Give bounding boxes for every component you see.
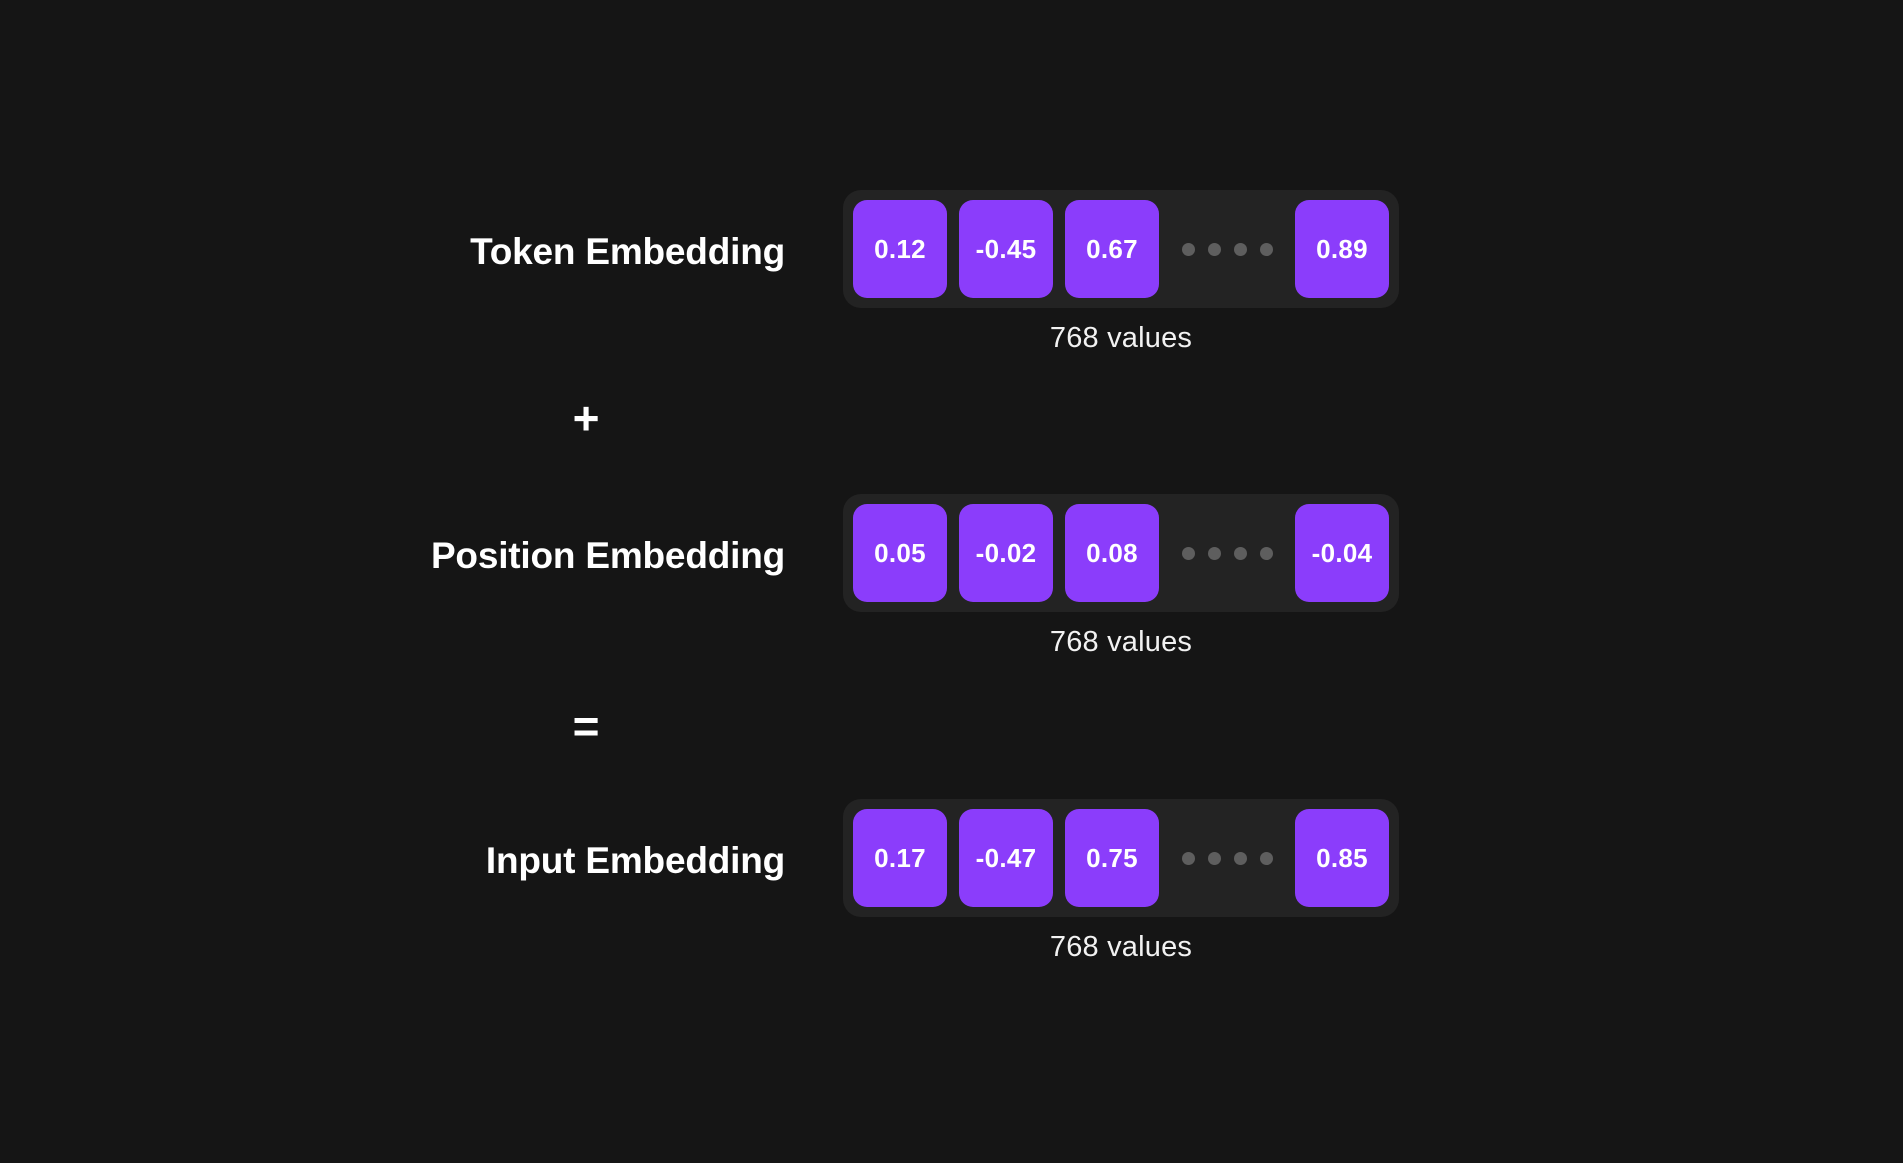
operator-plus-icon: + — [572, 392, 600, 444]
vector-cell[interactable]: -0.45 — [959, 200, 1053, 298]
row-label-position-embedding: Position Embedding — [430, 535, 785, 576]
dot-icon — [1207, 546, 1221, 560]
vector-cell[interactable]: 0.75 — [1065, 809, 1159, 907]
vector-cell[interactable]: -0.47 — [959, 809, 1053, 907]
ellipsis-dots-icon — [1171, 504, 1283, 602]
vector-cell[interactable]: 0.12 — [853, 200, 947, 298]
vector-group-input-embedding: 0.17 -0.47 0.75 0.85 768 values — [843, 799, 1399, 964]
vector-caption: 768 values — [1049, 626, 1193, 658]
row-label-token-embedding: Token Embedding — [470, 231, 785, 272]
vector-cell[interactable]: 0.08 — [1065, 504, 1159, 602]
vector-cell[interactable]: 0.05 — [853, 504, 947, 602]
vector-caption: 768 values — [1049, 931, 1193, 963]
dot-icon — [1181, 851, 1195, 865]
operator-equals-icon: = — [572, 700, 600, 752]
dot-icon — [1233, 242, 1247, 256]
vector-container-input-embedding: 0.17 -0.47 0.75 0.85 — [843, 799, 1399, 917]
ellipsis-dots-icon — [1171, 200, 1283, 298]
vector-cell[interactable]: 0.67 — [1065, 200, 1159, 298]
dot-icon — [1233, 546, 1247, 560]
vector-cell-last[interactable]: -0.04 — [1295, 504, 1389, 602]
dot-icon — [1181, 242, 1195, 256]
vector-cell-last[interactable]: 0.89 — [1295, 200, 1389, 298]
ellipsis-dots-icon — [1171, 809, 1283, 907]
vector-cell-last[interactable]: 0.85 — [1295, 809, 1389, 907]
row-label-input-embedding: Input Embedding — [485, 840, 785, 881]
vector-container-position-embedding: 0.05 -0.02 0.08 -0.04 — [843, 494, 1399, 612]
vector-cell[interactable]: -0.02 — [959, 504, 1053, 602]
dot-icon — [1259, 546, 1273, 560]
dot-icon — [1207, 242, 1221, 256]
vector-group-position-embedding: 0.05 -0.02 0.08 -0.04 768 values — [843, 494, 1399, 659]
dot-icon — [1181, 546, 1195, 560]
vector-container-token-embedding: 0.12 -0.45 0.67 0.89 — [843, 190, 1399, 308]
dot-icon — [1207, 851, 1221, 865]
vector-group-token-embedding: 0.12 -0.45 0.67 0.89 768 values — [843, 190, 1399, 355]
dot-icon — [1259, 851, 1273, 865]
dot-icon — [1233, 851, 1247, 865]
dot-icon — [1259, 242, 1273, 256]
vector-cell[interactable]: 0.17 — [853, 809, 947, 907]
vector-caption: 768 values — [1049, 322, 1193, 354]
